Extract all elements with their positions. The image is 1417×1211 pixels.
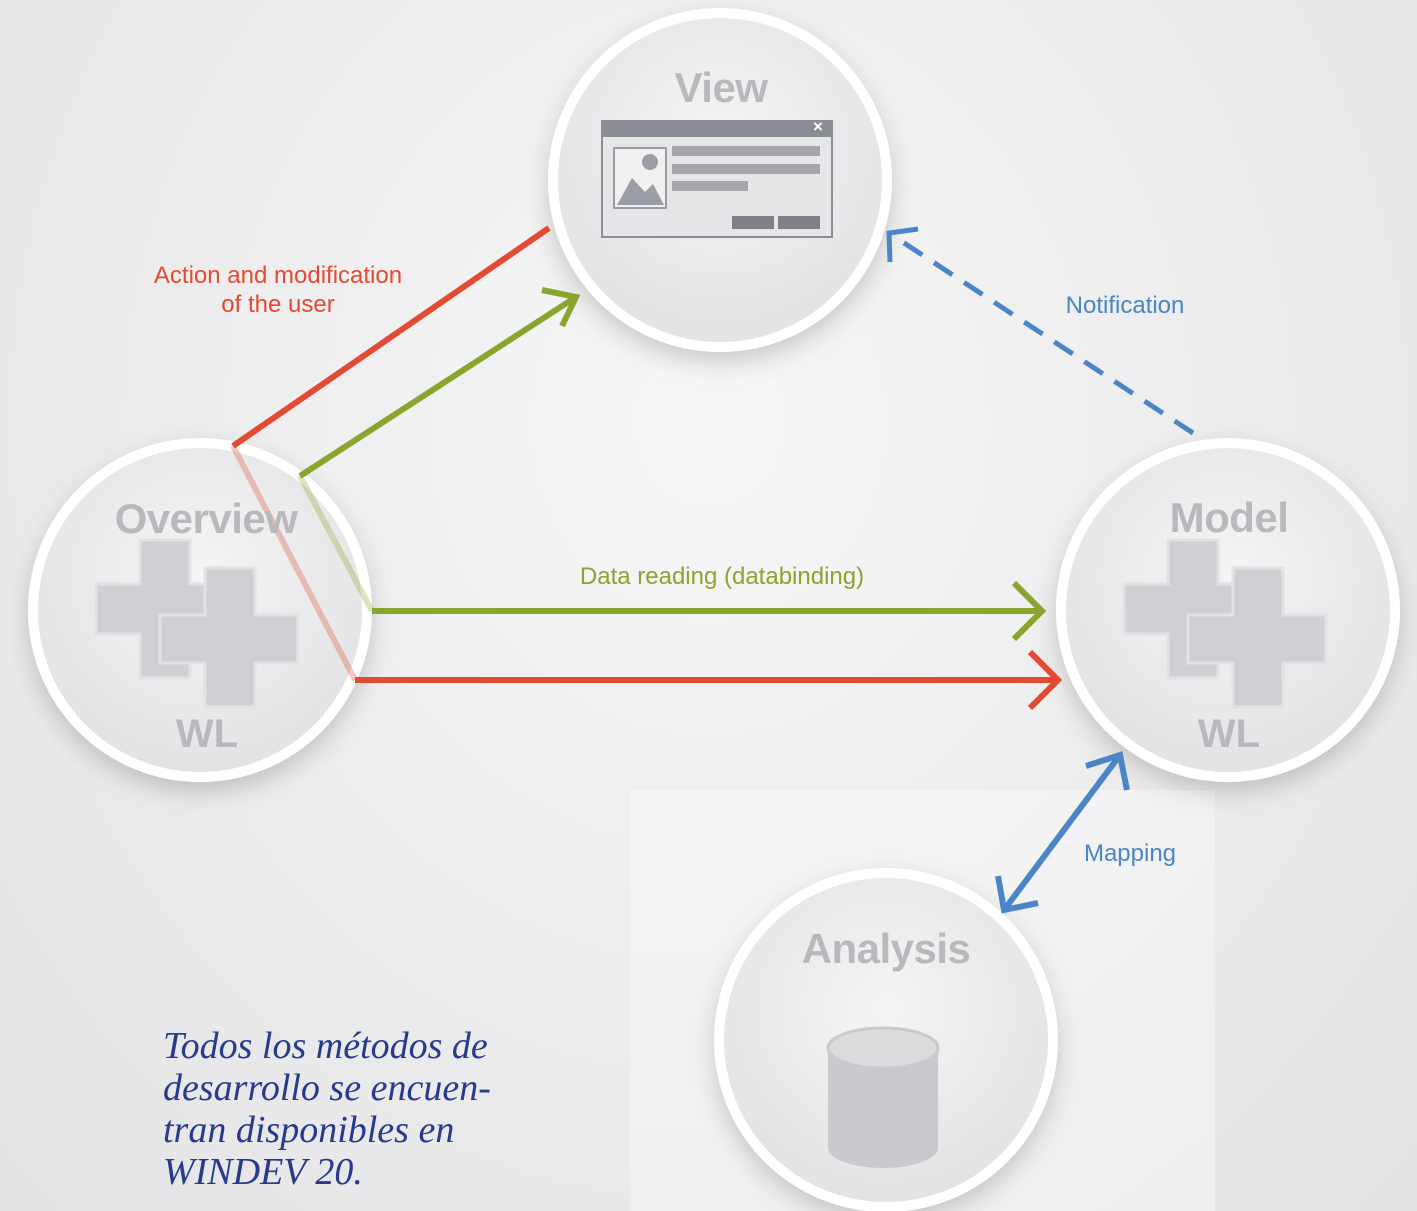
caption-line1: Todos los métodos de xyxy=(163,1025,488,1067)
window-mockup-icon xyxy=(601,120,833,238)
mapping-label: Mapping xyxy=(1083,840,1177,867)
model-title: Model xyxy=(1169,494,1289,541)
model-sub: WL xyxy=(1197,712,1261,756)
action-label: Action and modification of the user xyxy=(154,261,402,319)
plus-cross-icon xyxy=(1122,538,1328,709)
overview-sub: WL xyxy=(175,712,239,756)
caption-line4: WINDEV 20. xyxy=(163,1151,363,1193)
caption-line2: desarrollo se encuen- xyxy=(163,1067,491,1109)
view-title: View xyxy=(674,64,768,111)
action-arrow xyxy=(230,225,1063,711)
mapping-arrow xyxy=(995,751,1130,914)
action-label-line1: Action and modification xyxy=(153,262,403,289)
data-reading-label: Data reading (databinding) xyxy=(579,563,865,590)
caption-line3: tran disponibles en xyxy=(163,1109,455,1151)
overview-title: Overview xyxy=(114,495,298,542)
close-icon: × xyxy=(813,117,823,136)
notification-arrow xyxy=(886,226,1195,436)
notification-label: Notification xyxy=(1065,292,1185,319)
data-reading-arrow xyxy=(297,287,1047,642)
plus-cross-icon xyxy=(94,538,300,709)
database-cylinder-icon xyxy=(826,1026,940,1168)
caption: Todos los métodos de desarrollo se encue… xyxy=(163,1025,523,1193)
analysis-title: Analysis xyxy=(801,925,971,972)
action-label-line2: of the user xyxy=(221,291,335,318)
